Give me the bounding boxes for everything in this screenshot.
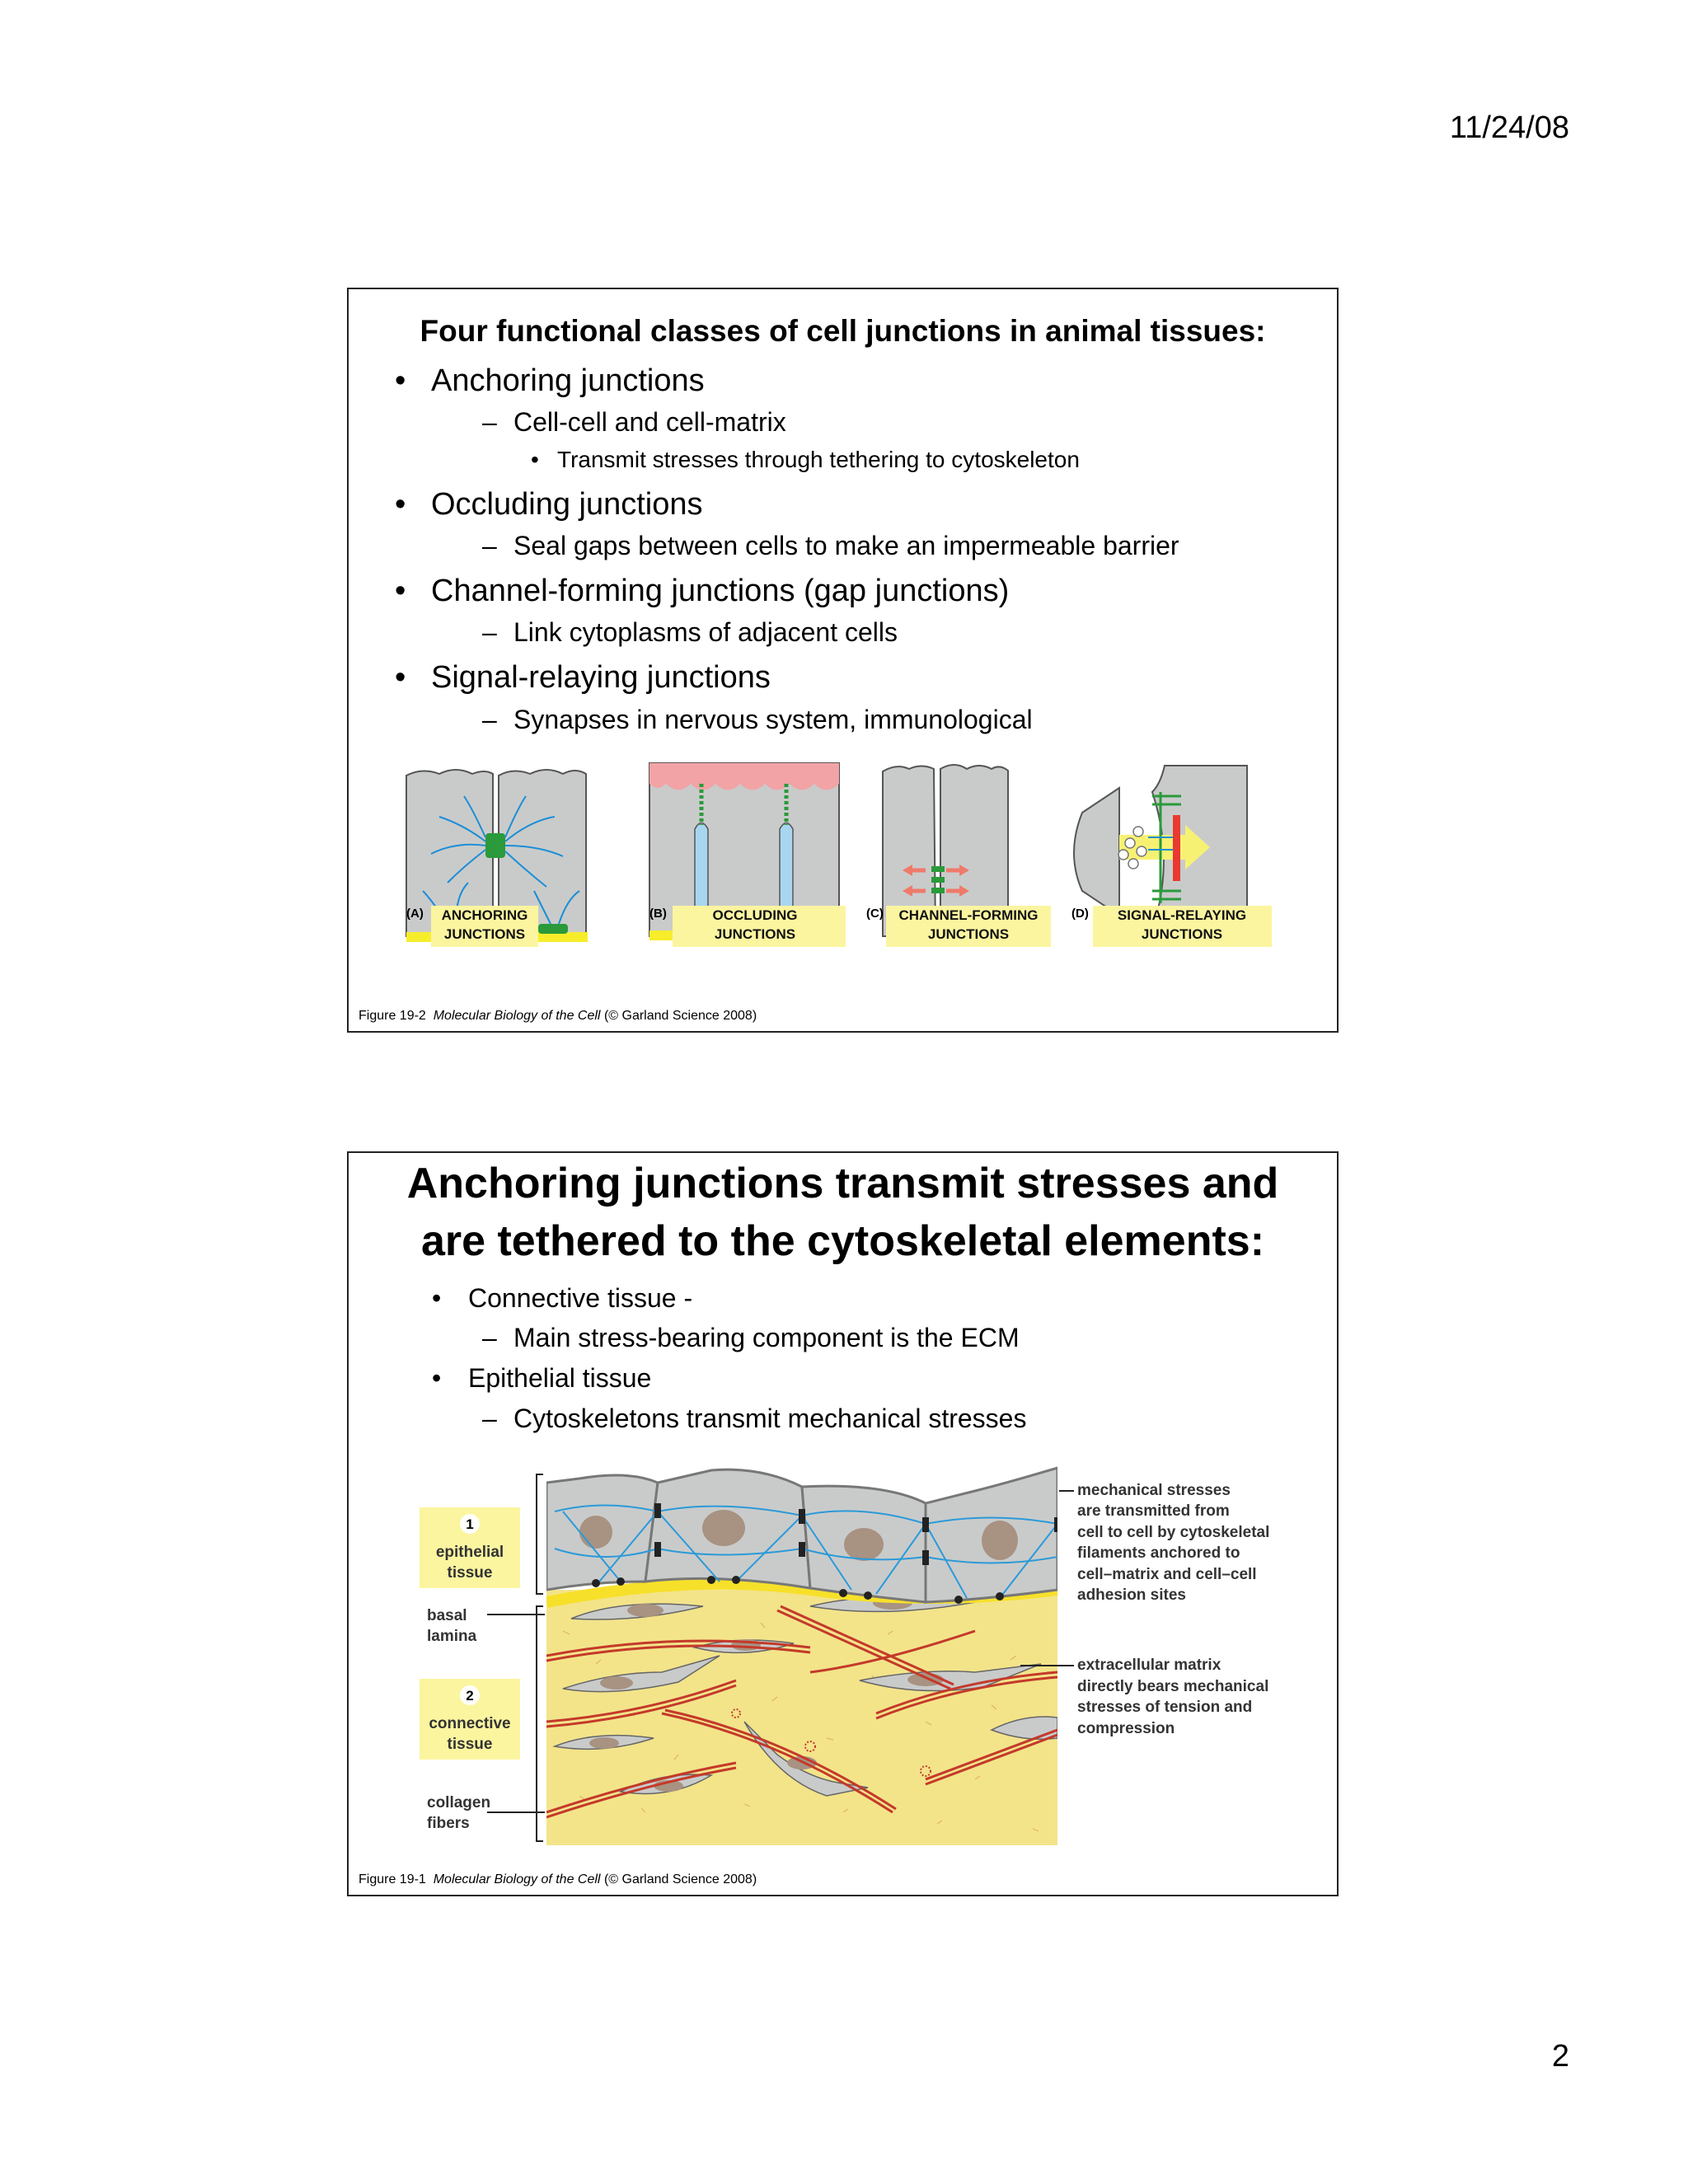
caption-copyright: (© Garland Science 2008) [603, 1872, 757, 1886]
panel-anchoring-illustration [406, 769, 588, 942]
caption-figure-number: Figure 19-1 [359, 1872, 426, 1886]
ecm-annotation: extracellular matrix directly bears mech… [1077, 1657, 1268, 1737]
collagen-label-line1: collagen [427, 1794, 490, 1811]
panel-b-letter: (B) [649, 907, 667, 921]
bullet-connective-tissue: Connective tissue - [432, 1283, 692, 1314]
sub-bullet-seal-gaps: Seal gaps between cells to make an imper… [482, 531, 1179, 561]
mech-annotation-line4: filaments anchored to [1077, 1544, 1240, 1562]
mech-annotation-line3: cell to cell by cytoskeletal [1077, 1524, 1269, 1541]
slide-title: Anchoring junctions transmit stresses an… [349, 1155, 1337, 1270]
epithelial-number: 1 [466, 1516, 473, 1532]
mechanical-stress-annotation: mechanical stresses are transmitted from… [1077, 1482, 1269, 1604]
panel-b-label-line1: OCCLUDING [713, 907, 798, 923]
connective-number-circle [460, 1685, 480, 1705]
panel-d-label-line1: SIGNAL-RELAYING [1118, 907, 1246, 923]
ecm-annotation-line1: extracellular matrix [1077, 1657, 1221, 1674]
epithelial-number-circle [460, 1514, 480, 1534]
basal-lamina-label-line2: lamina [427, 1628, 477, 1645]
panel-a-letter: (A) [406, 907, 424, 921]
connective-label-line1: connective [429, 1715, 510, 1732]
figure-caption: Figure 19-1 Molecular Biology of the Cel… [359, 1872, 757, 1887]
panel-c-label-line1: CHANNEL-FORMING [898, 907, 1038, 923]
epithelial-cells [546, 1466, 1057, 1604]
connective-label-line2: tissue [448, 1736, 493, 1753]
sub-bullet-link-cytoplasms: Link cytoplasms of adjacent cells [482, 617, 898, 648]
panel-channel-forming-illustration [882, 764, 1009, 937]
panel-d-letter: (D) [1071, 907, 1089, 921]
caption-figure-number: Figure 19-2 [359, 1009, 426, 1023]
ecm-annotation-line3: stresses of tension and [1077, 1699, 1252, 1716]
slide-title-line1: Anchoring junctions transmit stresses an… [406, 1160, 1279, 1207]
mech-annotation-line6: adhesion sites [1077, 1586, 1186, 1604]
connective-tissue-illustration [546, 1466, 1057, 1845]
panel-d-label-line2: JUNCTIONS [1142, 926, 1222, 942]
panel-d-label-box [1093, 906, 1272, 947]
panel-signal-relaying-illustration [1073, 765, 1248, 937]
figure-caption: Figure 19-2 Molecular Biology of the Cel… [359, 1009, 757, 1024]
page-date: 11/24/08 [1449, 110, 1569, 145]
slide-anchoring-junctions: Anchoring junctions transmit stresses an… [347, 1151, 1339, 1896]
bullet-anchoring: Anchoring junctions [395, 363, 705, 399]
caption-book-title: Molecular Biology of the Cell [433, 1009, 601, 1023]
panel-a-label-line2: JUNCTIONS [444, 926, 525, 942]
panel-b-label-box [673, 906, 846, 947]
panel-c-label-box [886, 906, 1051, 947]
mech-annotation-line5: cell–matrix and cell–cell [1077, 1566, 1257, 1583]
sub-bullet-ecm: Main stress-bearing component is the ECM [482, 1323, 1020, 1353]
basal-lamina-label-line1: basal [427, 1607, 467, 1624]
panel-b-label-line2: JUNCTIONS [715, 926, 795, 942]
bullet-signal-relaying: Signal-relaying junctions [395, 660, 771, 696]
ecm-annotation-line4: compression [1077, 1720, 1175, 1737]
panel-c-label-line2: JUNCTIONS [928, 926, 1009, 942]
tissue-stress-figure: 1 epithelial tissue basal lamina 2 conne… [420, 1466, 1269, 1845]
ecm-annotation-line2: directly bears mechanical [1077, 1678, 1268, 1695]
mech-annotation-line1: mechanical stresses [1077, 1482, 1231, 1499]
slide-title: Four functional classes of cell junction… [420, 314, 1266, 348]
bullet-channel-forming: Channel-forming junctions (gap junctions… [395, 574, 1009, 609]
caption-copyright: (© Garland Science 2008) [603, 1009, 757, 1023]
junction-classes-figure: (A) ANCHORING JUNCTIONS (B) OCCLUDING JU… [406, 762, 1272, 947]
sub-bullet-synapses: Synapses in nervous system, immunologica… [482, 705, 1033, 735]
epithelial-label-line2: tissue [448, 1564, 493, 1582]
panel-c-letter: (C) [866, 907, 884, 921]
bullet-epithelial-tissue: Epithelial tissue [432, 1363, 651, 1394]
epithelial-label-line1: epithelial [436, 1544, 504, 1561]
caption-book-title: Molecular Biology of the Cell [433, 1872, 601, 1886]
mech-annotation-line2: are transmitted from [1077, 1502, 1230, 1520]
panel-a-label-box [431, 906, 538, 947]
slide-cell-junction-classes: Four functional classes of cell junction… [347, 288, 1339, 1033]
sub-bullet-cell-matrix: Cell-cell and cell-matrix [482, 407, 786, 438]
page-number: 2 [1551, 2039, 1569, 2074]
slide-title-line2: are tethered to the cytoskeletal element… [420, 1217, 1265, 1265]
sub-sub-bullet-stresses: Transmit stresses through tethering to c… [531, 447, 1080, 473]
panel-a-label-line1: ANCHORING [442, 907, 528, 923]
bullet-occluding: Occluding junctions [395, 487, 702, 523]
collagen-label-line2: fibers [427, 1815, 470, 1832]
connective-number: 2 [466, 1688, 473, 1704]
sub-bullet-cytoskeletons: Cytoskeletons transmit mechanical stress… [482, 1404, 1026, 1434]
